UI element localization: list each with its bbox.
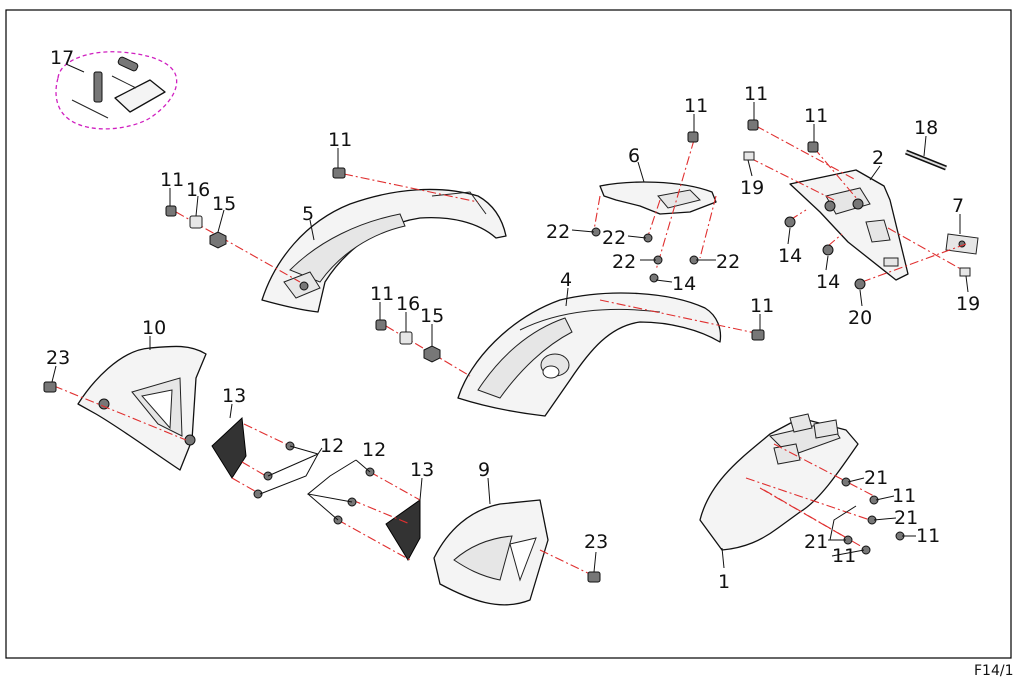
label-16: 16 <box>396 293 420 315</box>
label-10: 10 <box>142 317 166 339</box>
label-11: 11 <box>892 485 916 507</box>
label-9: 9 <box>478 459 490 481</box>
label-20: 20 <box>848 307 872 329</box>
label-11: 11 <box>832 545 856 567</box>
label-17: 17 <box>50 47 74 69</box>
leader-lines <box>51 63 969 573</box>
label-12: 12 <box>362 439 386 461</box>
tool-kit-outline <box>55 51 178 130</box>
label-5: 5 <box>302 203 314 225</box>
label-22: 22 <box>602 227 626 249</box>
label-11: 11 <box>370 283 394 305</box>
label-23: 23 <box>584 531 608 553</box>
label-12: 12 <box>320 435 344 457</box>
label-11: 11 <box>744 83 768 105</box>
part-5-fender <box>261 188 507 313</box>
label-1: 1 <box>718 571 730 593</box>
label-11: 11 <box>916 525 940 547</box>
part-7-reflector <box>945 233 979 255</box>
label-22: 22 <box>716 251 740 273</box>
label-18: 18 <box>914 117 938 139</box>
label-21: 21 <box>804 531 828 553</box>
part-18-rod <box>905 149 947 171</box>
label-15: 15 <box>420 305 444 327</box>
diagram-frame <box>5 9 1012 659</box>
label-14: 14 <box>778 245 802 267</box>
label-19: 19 <box>740 177 764 199</box>
label-4: 4 <box>560 269 572 291</box>
part-2-bracket <box>789 169 909 281</box>
part-1-mud-guard <box>699 413 859 551</box>
label-13: 13 <box>410 459 434 481</box>
label-11: 11 <box>684 95 708 117</box>
label-14: 14 <box>672 273 696 295</box>
part-6-cover <box>599 181 717 215</box>
label-11: 11 <box>160 169 184 191</box>
part-4-fender <box>457 292 722 417</box>
label-22: 22 <box>612 251 636 273</box>
label-2: 2 <box>872 147 884 169</box>
part-13-mesh-right <box>385 499 421 561</box>
label-19: 19 <box>956 293 980 315</box>
center-lines <box>53 125 967 577</box>
tool-kit <box>55 51 178 130</box>
label-11: 11 <box>804 105 828 127</box>
label-11: 11 <box>750 295 774 317</box>
label-15: 15 <box>212 193 236 215</box>
part-13-mesh-left <box>211 416 247 479</box>
page-code: F14/1 <box>974 663 1014 679</box>
label-6: 6 <box>628 145 640 167</box>
label-11: 11 <box>328 129 352 151</box>
label-13: 13 <box>222 385 246 407</box>
label-21: 21 <box>864 467 888 489</box>
label-16: 16 <box>186 179 210 201</box>
label-21: 21 <box>894 507 918 529</box>
label-14: 14 <box>816 271 840 293</box>
label-22: 22 <box>546 221 570 243</box>
callout-labels: 17 11 11 16 15 5 6 11 11 11 2 18 7 19 14… <box>46 47 980 593</box>
label-23: 23 <box>46 347 70 369</box>
part-10-side-cover <box>77 345 207 471</box>
part-9-side-cover <box>433 499 549 606</box>
label-7: 7 <box>952 195 964 217</box>
